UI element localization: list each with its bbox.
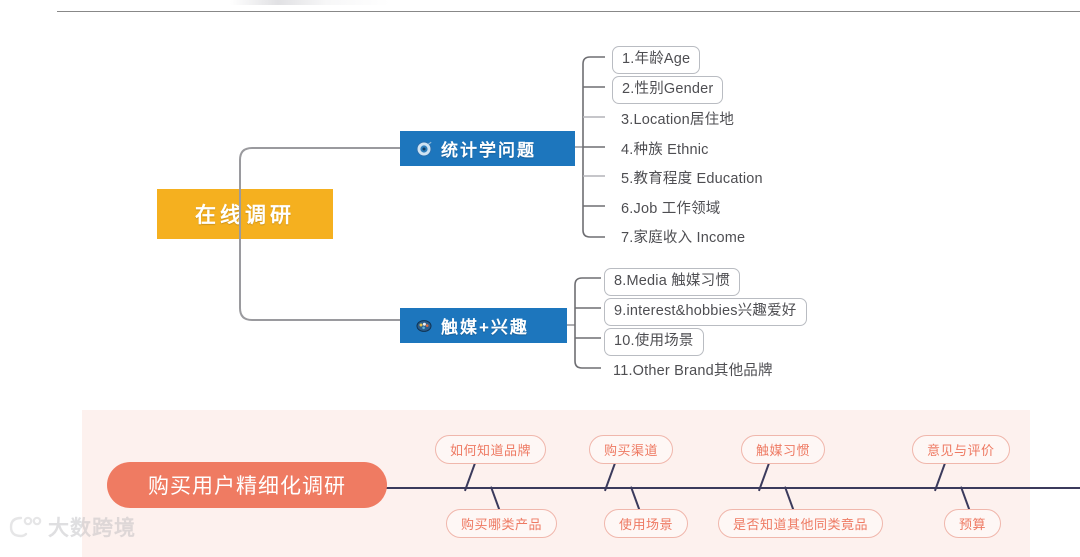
fishbone-root-label: 购买用户精细化调研 — [148, 475, 346, 498]
mindmap-root-label: 在线调研 — [195, 204, 295, 227]
leaf-item-10-label: 10.使用场景 — [614, 333, 694, 349]
fishbone-pill-top-2[interactable]: 购买渠道 — [589, 435, 674, 464]
leaf-item-4-label: 4.种族 Ethnic — [621, 142, 709, 158]
watermark: 大数跨境 — [8, 512, 136, 542]
branch-node-media-interest-label: 触媒+兴趣 — [441, 318, 529, 337]
leaf-item-2[interactable]: 2.性别Gender — [612, 76, 724, 104]
branch-node-statistics-label: 统计学问题 — [441, 141, 536, 160]
brand-logo-icon — [9, 516, 42, 538]
leaf-item-3[interactable]: 3.Location居住地 — [612, 108, 743, 134]
leaf-item-3-label: 3.Location居住地 — [621, 112, 735, 128]
leaf-item-11[interactable]: 11.Other Brand其他品牌 — [604, 359, 782, 385]
fishbone-pill-top-4[interactable]: 意见与评价 — [912, 435, 1010, 464]
fishbone-pill-top-4-label: 意见与评价 — [927, 443, 995, 458]
fishbone-pill-bottom-3[interactable]: 是否知道其他同类竟品 — [718, 509, 884, 538]
header-divider — [57, 11, 1080, 12]
target-eye-icon — [416, 141, 432, 156]
fishbone-pill-top-1-label: 如何知道品牌 — [450, 443, 532, 458]
leaf-item-4[interactable]: 4.种族 Ethnic — [612, 138, 718, 164]
fishbone-pill-bottom-1[interactable]: 购买哪类产品 — [446, 509, 558, 538]
mindmap-root-node[interactable]: 在线调研 — [157, 189, 333, 239]
leaf-item-7-label: 7.家庭收入 Income — [621, 230, 746, 246]
watermark-label: 大数跨境 — [48, 517, 136, 540]
leaf-item-7[interactable]: 7.家庭收入 Income — [612, 226, 754, 252]
leaf-item-8-label: 8.Media 触媒习惯 — [614, 273, 731, 289]
leaf-item-6[interactable]: 6.Job 工作领域 — [612, 197, 730, 223]
fishbone-pill-bottom-4[interactable]: 预算 — [944, 509, 1002, 538]
palette-icon — [416, 319, 432, 332]
fishbone-pill-top-3-label: 触媒习惯 — [756, 443, 811, 458]
fishbone-pill-bottom-1-label: 购买哪类产品 — [461, 517, 543, 532]
branch-node-statistics[interactable]: 统计学问题 — [400, 131, 575, 166]
fishbone-pill-bottom-4-label: 预算 — [959, 517, 987, 532]
leaf-item-2-label: 2.性别Gender — [622, 81, 714, 97]
leaf-item-6-label: 6.Job 工作领域 — [621, 201, 721, 217]
fishbone-spine — [380, 487, 1080, 489]
leaf-item-5-label: 5.教育程度 Education — [621, 171, 763, 187]
branch-2-tree-lines — [567, 277, 601, 369]
branch-1-tree-lines — [575, 56, 605, 238]
fishbone-root-node[interactable]: 购买用户精细化调研 — [107, 462, 387, 508]
fishbone-pill-bottom-2-label: 使用场景 — [619, 517, 674, 532]
fishbone-pill-bottom-3-label: 是否知道其他同类竟品 — [733, 517, 869, 532]
leaf-item-11-label: 11.Other Brand其他品牌 — [613, 363, 773, 379]
leaf-item-8[interactable]: 8.Media 触媒习惯 — [604, 268, 741, 296]
fishbone-pill-top-3[interactable]: 触媒习惯 — [741, 435, 826, 464]
leaf-item-10[interactable]: 10.使用场景 — [604, 328, 704, 356]
fishbone-pill-bottom-2[interactable]: 使用场景 — [604, 509, 689, 538]
fishbone-pill-top-2-label: 购买渠道 — [604, 443, 659, 458]
leaf-item-9[interactable]: 9.interest&hobbies兴趣爱好 — [604, 298, 807, 326]
branch-node-media-interest[interactable]: 触媒+兴趣 — [400, 308, 567, 343]
leaf-item-1[interactable]: 1.年龄Age — [612, 46, 701, 74]
fishbone-pill-top-1[interactable]: 如何知道品牌 — [435, 435, 547, 464]
leaf-item-9-label: 9.interest&hobbies兴趣爱好 — [614, 303, 797, 319]
leaf-item-1-label: 1.年龄Age — [622, 51, 691, 67]
header-ghost-text — [230, 0, 390, 5]
leaf-item-5[interactable]: 5.教育程度 Education — [612, 167, 772, 193]
